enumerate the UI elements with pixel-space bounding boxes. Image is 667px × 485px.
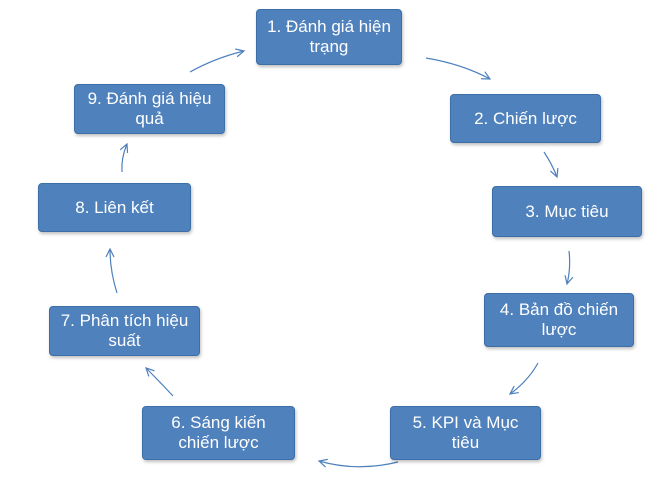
arrow-4-to-5 [508, 362, 539, 395]
node-label: 6. Sáng kiến chiến lược [171, 413, 266, 452]
node-label: 5. KPI và Mục tiêu [412, 413, 519, 452]
arrow-7-to-8 [105, 247, 118, 294]
node-label: 8. Liên kết [75, 197, 154, 217]
node-chien-luoc: 2. Chiến lược [450, 94, 601, 143]
arrow-1-to-2 [425, 57, 492, 80]
node-lien-ket: 8. Liên kết [38, 183, 191, 232]
arrow-8-to-9 [119, 142, 129, 173]
node-label: 7. Phân tích hiệu suất [60, 311, 189, 350]
node-label: 1. Đánh giá hiện trạng [267, 17, 391, 56]
node-ban-do-chien-luoc: 4. Bản đồ chiến lược [484, 293, 634, 347]
arrow-6-to-7 [145, 367, 174, 397]
arrow-2-to-3 [543, 151, 559, 179]
arrow-5-to-6 [317, 458, 399, 468]
node-label: 3. Mục tiêu [525, 201, 609, 221]
node-sang-kien-chien-luoc: 6. Sáng kiến chiến lược [142, 406, 295, 460]
node-label: 2. Chiến lược [474, 108, 577, 128]
node-phan-tich-hieu-suat: 7. Phân tích hiệu suất [49, 306, 200, 356]
node-kpi-va-muc-tieu: 5. KPI và Mục tiêu [390, 406, 541, 460]
node-label: 4. Bản đồ chiến lược [499, 300, 619, 339]
node-label: 9. Đánh giá hiệu quả [87, 89, 212, 128]
arrow-9-to-1 [189, 48, 246, 73]
arrow-3-to-4 [564, 250, 574, 286]
node-danh-gia-hieu-qua: 9. Đánh giá hiệu quả [74, 84, 225, 134]
node-muc-tieu: 3. Mục tiêu [492, 186, 642, 237]
node-danh-gia-hien-trang: 1. Đánh giá hiện trạng [256, 9, 402, 65]
